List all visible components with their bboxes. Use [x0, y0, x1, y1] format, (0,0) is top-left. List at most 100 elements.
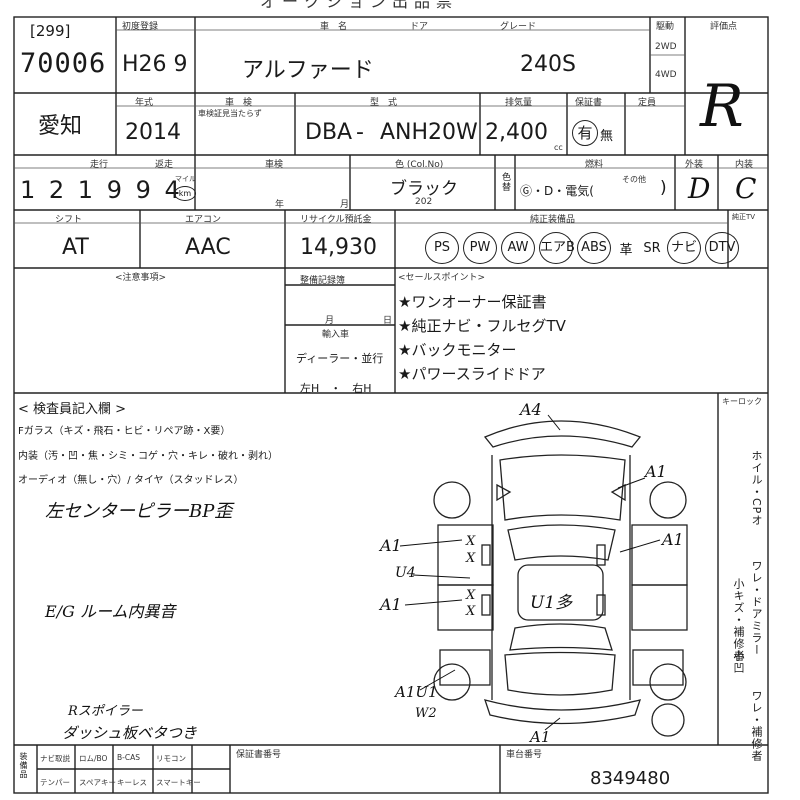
side-note-crack: ワレ・補修者 [750, 690, 763, 762]
steering-side: 左H ・ 右H [300, 382, 372, 395]
warranty-yes-circled: 有 [572, 120, 598, 146]
sales-points: ★ワンオーナー保証書 ★純正ナビ・フルセグTV ★バックモニター ★パワースライ… [398, 290, 566, 386]
part-bcas: B-CAS [117, 753, 140, 762]
equipment-item: AW [501, 232, 535, 264]
drive-2wd: 2WD [655, 42, 677, 52]
label-evaluation: 評価点 [710, 22, 738, 32]
label-color-change: 色替 [500, 172, 510, 192]
label-odometer: 返走 [155, 160, 174, 170]
model-dash: - [356, 120, 364, 145]
recall-year: 年 [275, 200, 285, 210]
label-capacity: 定員 [638, 98, 657, 108]
equipment-item: エアB [539, 232, 575, 264]
mark-a1-left-2: A1 [380, 595, 402, 614]
import-type: ディーラー・並行 [296, 352, 384, 365]
prefecture: 愛知 [38, 114, 83, 139]
displacement-unit: cc [554, 143, 563, 152]
label-caution: <注意事項> [115, 273, 167, 283]
grade: 240S [520, 52, 576, 77]
label-color: 色 (Col.No) [395, 160, 444, 170]
label-door: ドア [410, 22, 429, 32]
label-warranty: 保証書 [575, 98, 603, 108]
label-interior: 内装 [735, 160, 754, 170]
mark-w2: W2 [415, 706, 437, 721]
model-prefix: DBA [305, 120, 353, 145]
side-note-scratch: 小キズ・補修者 [732, 578, 745, 662]
interior-line: 内装（汚・凹・焦・シミ・コゲ・穴・キレ・破れ・剥れ） [18, 451, 278, 462]
label-fuel: 燃料 [585, 160, 604, 170]
mark-u4: U4 [395, 565, 416, 581]
mileage: 1 2 1 9 9 4 [20, 176, 183, 204]
form-title: オークション出品票 [260, 0, 459, 11]
part-temper: テンパー [40, 778, 70, 787]
mark-a1-right-front: A1 [645, 462, 667, 481]
mark-x-2: X [466, 551, 476, 566]
label-car-name: 車 名 [320, 22, 348, 32]
fuel-options: Ⓖ・D・電気( [520, 184, 594, 198]
displacement: 2,400 [485, 120, 548, 145]
evaluation-score: R [700, 72, 744, 140]
mark-a4: A4 [520, 400, 542, 419]
registration-date: H26 9 [122, 52, 188, 77]
equipment-item: PS [425, 232, 459, 264]
mileage-unit-mile: マイル [175, 175, 196, 183]
drive-4wd: 4WD [655, 70, 677, 80]
record-day: 日 [383, 316, 393, 326]
label-imported: 輸入車 [322, 330, 350, 340]
part-smart-key: スマートキー [156, 778, 201, 787]
label-drive: 駆動 [656, 22, 675, 32]
interior-grade: C [735, 172, 757, 205]
car-name: アルファード [242, 58, 374, 83]
equipment-item: ナビ [667, 232, 701, 264]
recycle-deposit: 14,930 [300, 235, 377, 260]
fuel-other: その他 [622, 175, 646, 184]
label-parts: 装備品 [19, 752, 28, 779]
part-remote: リモコン [156, 754, 186, 763]
warranty-no: 無 [600, 129, 614, 144]
part-spare-key: スペアキー [79, 778, 116, 787]
fuel-close: ) [660, 178, 667, 198]
part-keyless: キーレス [117, 778, 147, 787]
label-mileage: 走行 [90, 160, 109, 170]
label-sales-points: <セールスポイント> [398, 273, 486, 283]
label-shift: シフト [55, 215, 83, 225]
equipment-item: SR [643, 240, 661, 256]
label-grade: グレード [500, 22, 537, 32]
side-note-dent: 小凹 [732, 650, 745, 674]
label-displacement: 排気量 [505, 98, 533, 108]
label-equipment: 純正装備品 [530, 215, 576, 225]
sales-point-4: ★パワースライドドア [398, 365, 546, 383]
mark-a1-left-1: A1 [380, 536, 402, 555]
inspector-note-engine: E/G ルーム内異音 [45, 602, 176, 621]
label-aircon: エアコン [185, 215, 222, 225]
label-chassis-number: 車台番号 [506, 750, 543, 760]
mark-x-1: X [466, 534, 476, 549]
side-note-wheel: ホイル・CPオ [750, 450, 763, 527]
label-recycle-deposit: リサイクル預託金 [300, 215, 372, 225]
mileage-unit-km: km [174, 186, 196, 201]
mark-x-4: X [466, 604, 476, 619]
color: ブラック [390, 179, 458, 199]
glass-line: Fガラス（キズ・飛石・ヒビ・リペア跡・X要） [18, 426, 231, 437]
sales-point-3: ★バックモニター [398, 341, 517, 359]
label-warranty-number: 保証書番号 [236, 750, 282, 760]
audio-tire-line: オーディオ（無し・穴）/ タイヤ（スタッドレス） [18, 475, 244, 486]
label-inspector: < 検査員記入欄 > [18, 402, 127, 417]
label-first-registration: 初度登録 [122, 22, 159, 32]
part-rom: ロム/BO [79, 754, 108, 763]
mark-a1u1: A1U1 [395, 683, 438, 701]
mark-x-3: X [466, 588, 476, 603]
label-recall: 車検 [265, 160, 284, 170]
sales-point-2: ★純正ナビ・フルセグTV [398, 317, 566, 335]
color-code: 202 [415, 197, 433, 207]
label-year: 年式 [135, 98, 154, 108]
label-maintenance-record: 整備記録簿 [300, 276, 346, 286]
label-genuine-tv: 純正TV [732, 213, 756, 221]
side-note-mirror: ワレ・ドアミラー [750, 560, 763, 656]
lot-number: 70006 [20, 48, 107, 79]
recall-month: 月 [340, 200, 350, 210]
model-code: ANH20W [380, 120, 478, 145]
mark-a1-right-mid: A1 [662, 530, 684, 549]
